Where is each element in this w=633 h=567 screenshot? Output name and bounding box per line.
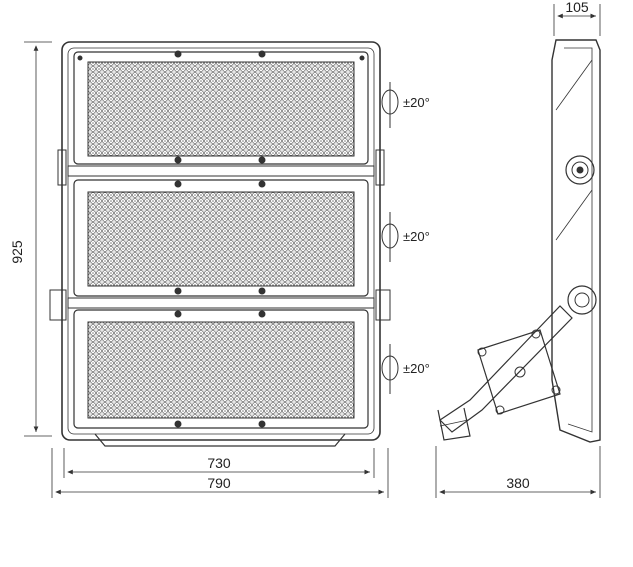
outer-width-dimension [51,448,389,498]
outer-width-label: 790 [207,475,231,491]
led-module-1 [73,50,369,165]
led-module-3 [73,309,369,429]
side-view [437,39,601,443]
front-view [49,41,391,447]
rotation-indicator-3 [381,344,399,394]
rotation-indicator-2 [381,212,399,262]
rotation-label-2: ±20° [403,229,430,244]
inner-width-dimension [63,448,375,478]
led-module-2 [73,179,369,297]
height-dimension [24,41,52,437]
rotation-indicator-1 [381,82,399,128]
rotation-label-3: ±20° [403,361,430,376]
height-label: 925 [9,240,25,264]
rotation-label-1: ±20° [403,95,430,110]
inner-width-label: 730 [207,455,231,471]
side-top-label: 105 [565,0,589,15]
side-top-dimension [553,4,601,36]
housing-outline [61,41,381,441]
side-depth-dimension [435,446,601,498]
side-depth-label: 380 [506,475,530,491]
